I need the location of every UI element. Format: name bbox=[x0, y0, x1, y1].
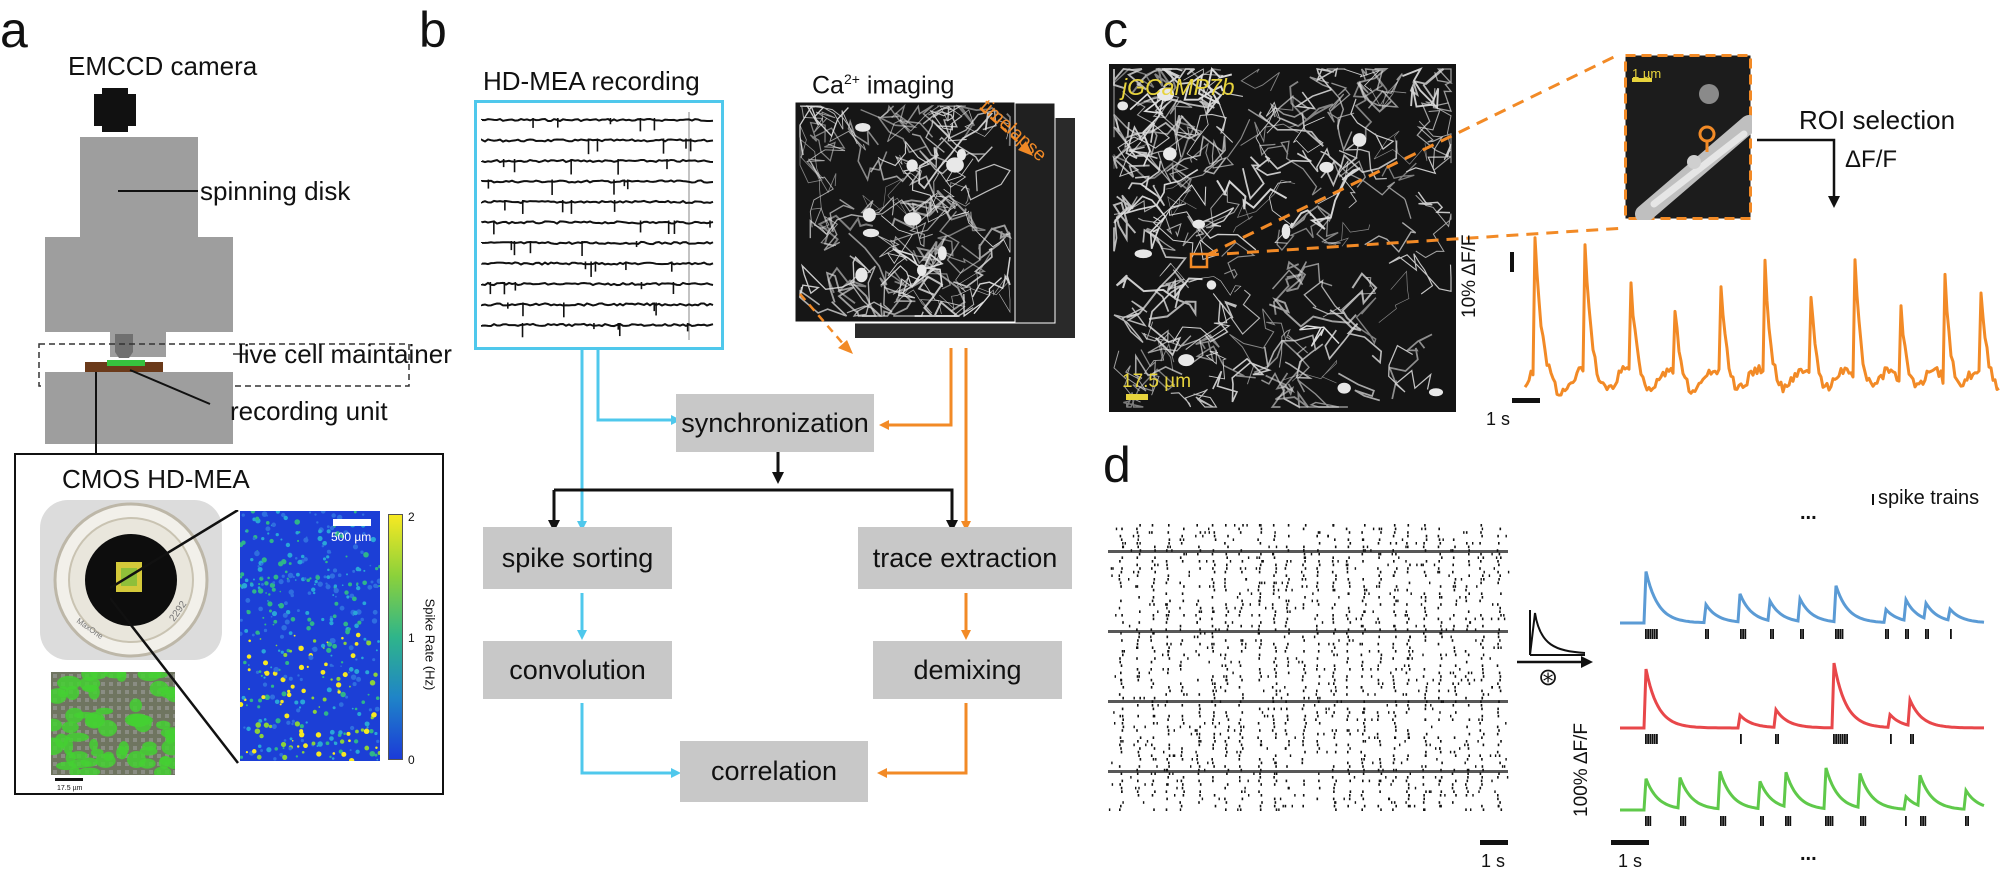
heatmap-scalebar-label: 500 µm bbox=[331, 530, 372, 544]
camera-label: EMCCD camera bbox=[68, 51, 258, 81]
cells-scalebar-label: 17.5 µm bbox=[57, 785, 83, 792]
spike-sorting-box: spike sorting bbox=[483, 527, 672, 589]
correlation-box: correlation bbox=[680, 741, 868, 802]
ca-title-sup: 2+ bbox=[843, 71, 860, 87]
orange-trace-line bbox=[1523, 236, 2000, 397]
raster-time-label: 1 s bbox=[1481, 851, 1506, 871]
synchronization-label: synchronization bbox=[681, 407, 869, 438]
zoomed-roi-image bbox=[1624, 54, 1752, 220]
roi-selection-label: ROI selection bbox=[1799, 105, 1956, 135]
cmos-hdmea-box bbox=[14, 453, 444, 795]
demixing-box: demixing bbox=[873, 641, 1062, 699]
zoom-dashed-lines bbox=[1206, 52, 1626, 257]
stage bbox=[45, 372, 233, 444]
colorbar-tick-2: 2 bbox=[408, 510, 415, 524]
trace-extraction-box: trace extraction bbox=[858, 527, 1072, 589]
image-scalebar bbox=[1126, 394, 1148, 400]
ca-title-rest: imaging bbox=[859, 71, 955, 100]
camera-head-icon bbox=[94, 88, 136, 132]
red-trace bbox=[1620, 662, 1984, 730]
ellipsis-bottom: ... bbox=[1800, 843, 1817, 865]
panel-letter-d: d bbox=[1103, 437, 1131, 493]
hdmea-recording-title: HD-MEA recording bbox=[483, 66, 700, 96]
flow-arrows bbox=[548, 348, 971, 778]
colorbar-label: Spike Rate (Hz) bbox=[422, 598, 438, 691]
convolution-box: convolution bbox=[483, 641, 672, 699]
ca-imaging-stack bbox=[794, 101, 1075, 354]
jgcamp-image bbox=[1109, 64, 1456, 412]
trace-vertical-scalebar bbox=[1510, 252, 1514, 272]
panel-letter-c: c bbox=[1103, 2, 1128, 58]
spinning-disk-body bbox=[80, 137, 198, 237]
green-trace bbox=[1620, 767, 1985, 812]
indicator-label: jGCaMP7b bbox=[1122, 74, 1235, 100]
raster-time-scalebar bbox=[1480, 840, 1508, 845]
panel-letter-b: b bbox=[419, 2, 447, 58]
zoom-lines bbox=[110, 510, 239, 764]
recording-unit-label: recording unit bbox=[230, 396, 388, 426]
heatmap-scalebar bbox=[333, 519, 371, 526]
delta-f-label: ΔF/F bbox=[1845, 146, 1898, 173]
kernel-convolution bbox=[1517, 610, 1593, 668]
convolution-label: convolution bbox=[509, 654, 646, 685]
roi-arrow bbox=[1757, 138, 1840, 208]
zoom-scalebar-label: 1 µm bbox=[1632, 66, 1662, 81]
colorbar-tick-1: 1 bbox=[408, 631, 415, 645]
ca-title-main: Ca bbox=[812, 71, 844, 100]
blue-spike-train bbox=[1645, 629, 1952, 639]
recording-unit-chip bbox=[85, 362, 163, 372]
traces-time-scalebar bbox=[1611, 840, 1649, 845]
colorbar bbox=[388, 514, 403, 760]
cells-photo bbox=[51, 672, 175, 775]
synchronization-box: synchronization bbox=[676, 394, 874, 452]
spike-rate-heatmap bbox=[240, 511, 380, 761]
panel-letter-a: a bbox=[0, 2, 28, 58]
demixing-label: demixing bbox=[913, 654, 1022, 685]
live-cell-box bbox=[38, 343, 410, 387]
convolution-symbol: ⊛ bbox=[1538, 664, 1559, 691]
green-spike-train bbox=[1645, 816, 1969, 826]
hdmea-recording-box bbox=[474, 100, 724, 350]
colorbar-tick-0: 0 bbox=[408, 753, 415, 767]
scope-body bbox=[45, 237, 233, 332]
spike-tick-icon bbox=[1872, 494, 1874, 505]
spinning-disk-label: spinning disk bbox=[200, 176, 351, 206]
roi-box bbox=[1189, 252, 1209, 269]
traces-ylabel: 100% ΔF/F bbox=[1571, 722, 1592, 817]
roi-trace bbox=[1510, 236, 2000, 403]
image-scalebar-label: 17.5 µm bbox=[1122, 371, 1192, 392]
cells-scalebar bbox=[55, 778, 83, 781]
traces-time-label: 1 s bbox=[1618, 851, 1643, 871]
kernel-icon bbox=[1529, 612, 1586, 656]
spike-raster bbox=[1108, 524, 1510, 811]
blue-trace bbox=[1620, 571, 1985, 625]
objective-icon bbox=[115, 334, 133, 358]
trace-time-label: 1 s bbox=[1486, 409, 1511, 429]
cmos-hdmea-title: CMOS HD-MEA bbox=[62, 464, 250, 494]
correlation-label: correlation bbox=[710, 756, 838, 786]
trace-time-scalebar bbox=[1512, 398, 1540, 403]
microscope-diagram bbox=[38, 88, 410, 454]
ca-imaging-title: Ca2+ imaging bbox=[812, 72, 954, 98]
trace-extraction-label: trace extraction bbox=[872, 542, 1058, 573]
trace-ylabel: 10% ΔF/F bbox=[1459, 234, 1480, 318]
convolved-traces bbox=[1620, 571, 1985, 826]
spike-trains-label: spike trains bbox=[1872, 487, 1979, 510]
red-spike-train bbox=[1645, 734, 1914, 744]
spike-trains-text: spike trains bbox=[1878, 487, 1980, 509]
spike-sorting-label: spike sorting bbox=[501, 542, 654, 573]
live-cell-maintainer-label: live cell maintainer bbox=[238, 339, 452, 369]
chip-dish-photo: MaxOne 2292 bbox=[40, 500, 222, 660]
ellipsis-top: ... bbox=[1800, 502, 1817, 524]
